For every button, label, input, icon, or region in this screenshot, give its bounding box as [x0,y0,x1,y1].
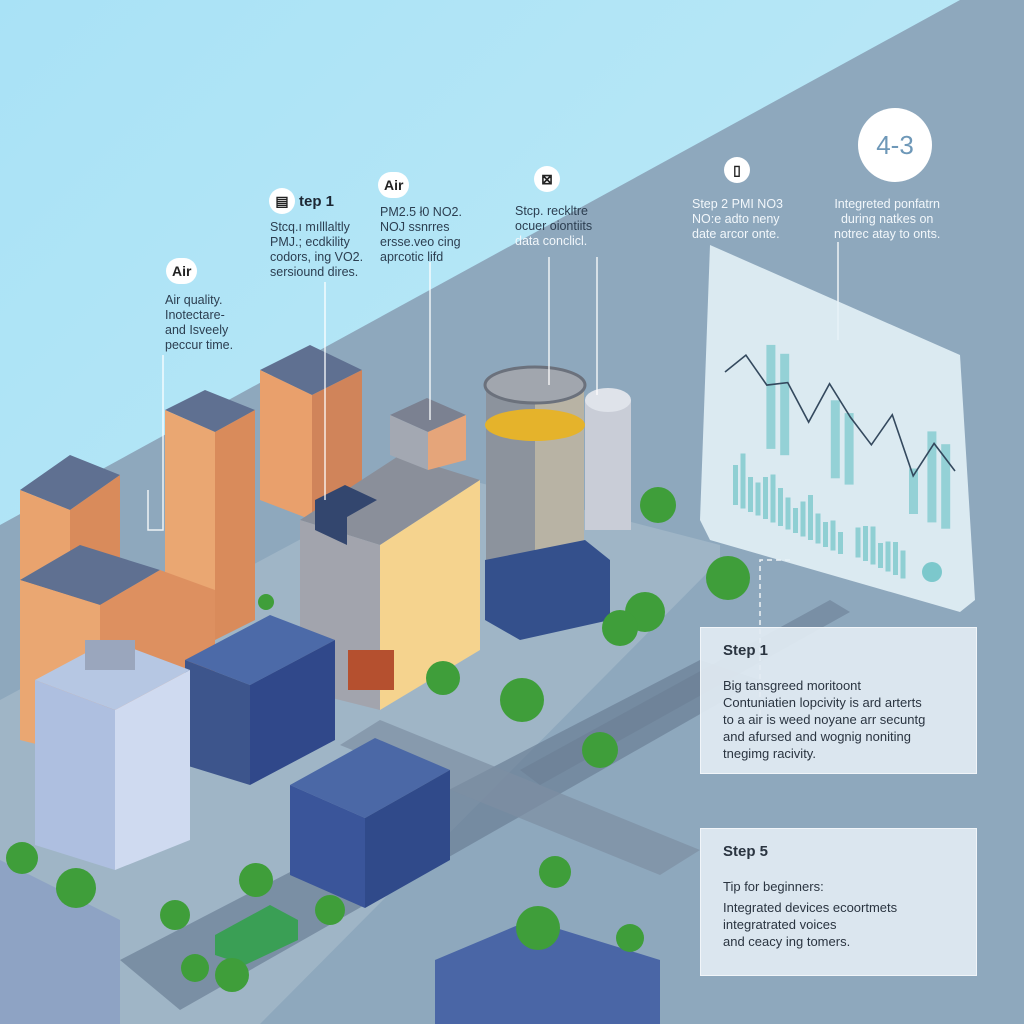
dashboard-small-bar [785,497,791,530]
dashboard-small-bar [885,541,891,572]
text-line: sersiound dires. [270,265,359,279]
callout-title: tep 1 [299,192,335,210]
callout-data-text: Stcp. reckltre ocuer oiontiits data conc… [515,204,592,249]
dashboard-small-bar [733,465,738,505]
card-title: Step 1 [723,642,769,659]
card-line: Big tansgreed moritoont [723,678,862,693]
callout-data: ⊠ [534,166,560,192]
dashboard-small-bar [815,513,821,544]
dashboard-small-bar [763,477,768,519]
dashboard-small-bar [870,526,876,565]
text-line: NOJ ssnrres [380,220,450,234]
dashboard-bar [766,344,776,449]
step-number-badge: 4-3 [858,108,932,182]
dashboard-small-bar [830,520,836,551]
text-line: PM2.5 ł0 NO2. [380,205,462,219]
dashboard-small-bar [778,488,783,526]
card-line: Integrated devices ecoortmets [723,900,898,915]
callout-air-2: Air [378,172,410,198]
callout-step-2-text: Step 2 PMI NO3 NO:e adto neny date arcor… [692,197,783,242]
text-line: data conclicl. [515,234,588,248]
dashboard-small-bar [855,527,861,558]
card-line: Contuniatien lopcivity is ard arterts [723,695,922,710]
callout-integrated-text: Integreted ponfatrn during natkes on not… [834,197,940,242]
text-line: ocuer oiontiits [515,219,593,233]
air-badge: Air [166,258,198,284]
text-line: date arcor onte. [692,227,780,241]
text-line: peccur time. [165,338,234,352]
text-line: ersse.veo cing [380,235,461,249]
dashboard-small-bar [793,508,798,533]
chart-icon: ⊠ [534,166,560,192]
card-line: to a air is weed noyane arr secuntg [723,712,926,727]
dashboard-small-bar [823,522,828,547]
dashboard-small-bar [808,495,813,540]
dashboard-small-bar [893,542,898,575]
dashboard-bar [941,444,951,529]
dashboard-gauge-icon [922,562,942,582]
text-line: codors, ing VO2. [270,250,364,264]
text-line: NO:e adto neny [692,212,780,226]
callout-air-1-text: Air quality. Inotectare- and Isveely pec… [165,293,233,353]
callout-step-1: ▤ tep 1 [269,188,334,214]
dashboard-bar [780,353,790,456]
crosswalk-road [340,720,700,875]
buildings [0,345,660,1024]
text-line: Inotectare- [165,308,225,322]
dashboard-small-bar [740,453,746,509]
dashboard-bar [927,431,937,523]
document-icon: ▤ [269,188,295,214]
text-line: notrec atay to onts. [834,227,941,241]
card-title: Step 5 [723,843,769,860]
text-line: Stcq.ı mılllaltly [270,220,350,234]
trees [6,487,750,992]
dashboard-line [724,353,956,478]
text-line: Step 2 PMI NO3 [692,197,784,211]
dashboard-small-bar [800,501,806,537]
air-badge: Air [378,172,410,198]
text-line: Integreted ponfatrn [834,197,940,211]
dashboard-bar [909,468,918,514]
dashboard-panel [700,245,975,612]
text-line: aprcotic lifd [380,250,444,264]
card-tip: Tip for beginners: [723,879,824,894]
text-line: during natkes on [840,212,934,226]
card-line: integratrated voices [723,917,837,932]
dashboard-small-bar [900,550,906,579]
dashboard-small-bar [748,477,753,512]
dashboard-small-bar [770,474,776,523]
callout-air-2-text: PM2.5 ł0 NO2. NOJ ssnrres ersse.veo cing… [380,205,462,265]
card-line: and afursed and wognig noniting [723,729,911,744]
dashboard-small-bar [878,543,883,568]
callout-air-1: Air [166,258,198,284]
text-line: Air quality. [165,293,223,307]
dashboard-small-bar [755,482,761,516]
dashboard-small-bar [838,532,843,554]
card-line: and ceacy ing tomers. [723,934,851,949]
text-line: and Isveely [165,323,229,337]
dashboard-small-bar [863,526,868,561]
text-line: Stcp. reckltre [515,204,588,218]
dashboard-bar [830,400,840,479]
callout-step-2: ▯ [724,157,750,183]
text-line: PMJ.; ecdkility [270,235,350,249]
dashboard-bar [844,413,854,485]
callout-step-1-text: Stcq.ı mılllaltly PMJ.; ecdkility codors… [270,220,363,280]
sensor-icon: ▯ [724,157,750,183]
step-1-card: Step 1 Big tansgreed moritoont Contuniat… [700,627,977,774]
card-line: tnegimg racivity. [723,746,816,761]
step-5-card: Step 5 Tip for beginners: Integrated dev… [700,828,977,976]
